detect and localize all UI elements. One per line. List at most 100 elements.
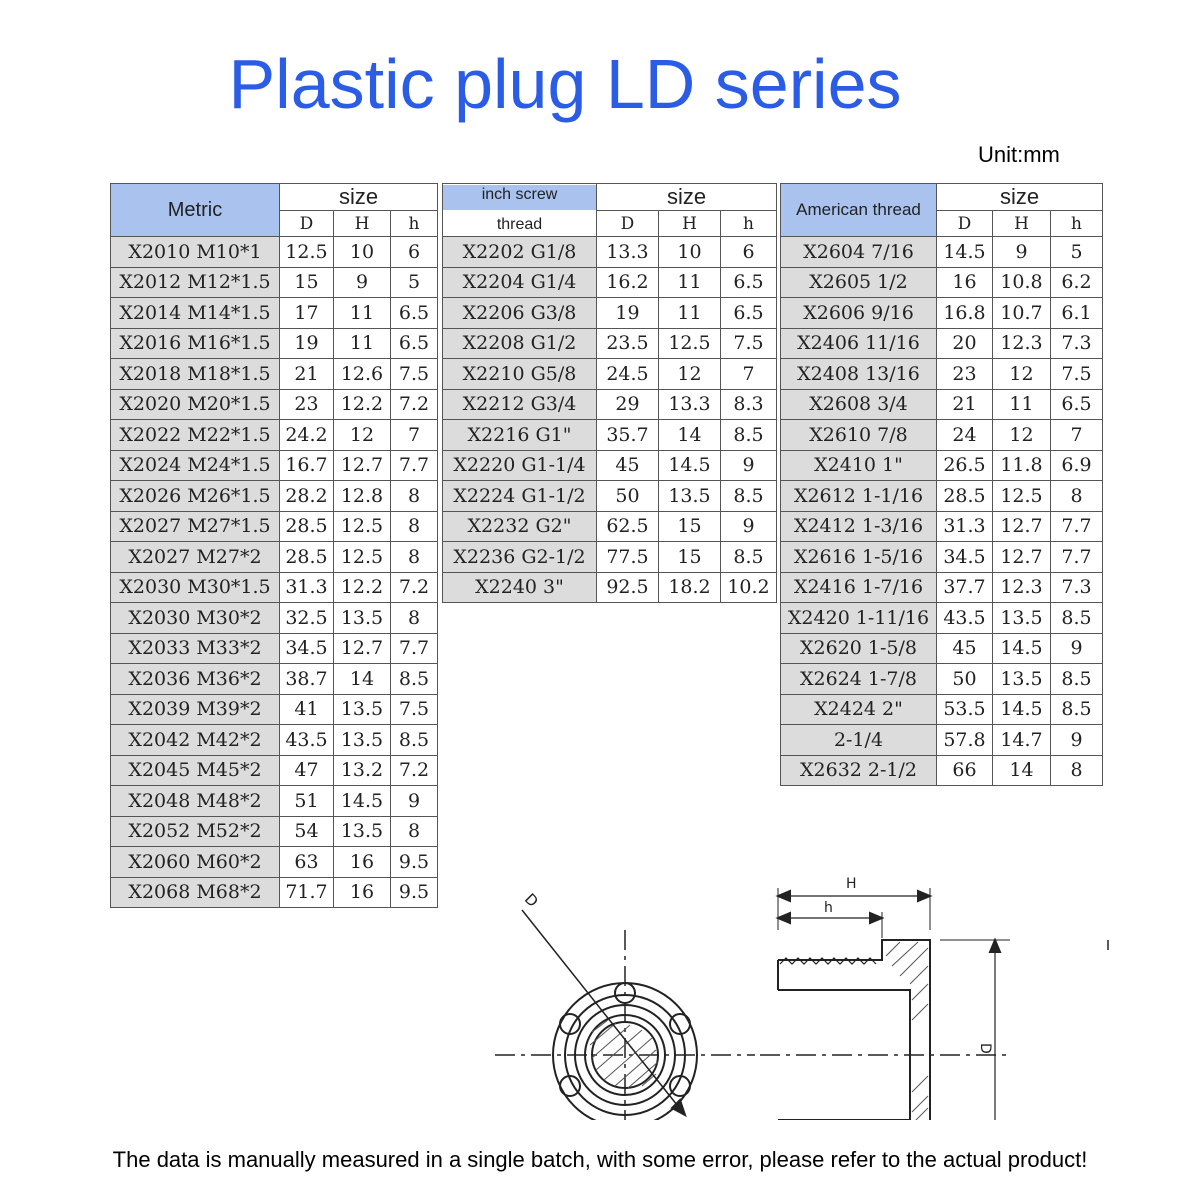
model-cell: X2020 M20*1.5 xyxy=(110,388,280,420)
model-cell: X2232 G2" xyxy=(442,510,597,542)
H-value: 13.5 xyxy=(333,602,391,634)
H-value: 13.3 xyxy=(658,388,721,420)
model-cell: X2208 G1/2 xyxy=(442,327,597,359)
D-value: 66 xyxy=(936,754,993,786)
D-value: 31.3 xyxy=(936,510,993,542)
model-cell: X2240 3" xyxy=(442,571,597,603)
h-value: 10.2 xyxy=(720,571,777,603)
model-cell: X2016 M16*1.5 xyxy=(110,327,280,359)
h-value: 6.5 xyxy=(390,297,438,329)
H-value: 10 xyxy=(658,236,721,268)
american-header: American thread xyxy=(780,183,937,237)
col-D: D xyxy=(936,210,993,237)
D-value: 62.5 xyxy=(596,510,659,542)
model-cell: X2039 M39*2 xyxy=(110,693,280,725)
H-value: 12 xyxy=(658,358,721,390)
model-cell: X2612 1-1/16 xyxy=(780,480,937,512)
H-value: 12.2 xyxy=(333,571,391,603)
H-value: 11.8 xyxy=(992,449,1051,481)
h-value: 8.5 xyxy=(1050,693,1103,725)
H-value: 12.5 xyxy=(333,510,391,542)
model-cell: X2412 1-3/16 xyxy=(780,510,937,542)
model-cell: X2620 1-5/8 xyxy=(780,632,937,664)
model-cell: X2027 M27*2 xyxy=(110,541,280,573)
D-value: 35.7 xyxy=(596,419,659,451)
h-value: 7.7 xyxy=(390,632,438,664)
h-value: 7.3 xyxy=(1050,327,1103,359)
h-label: h xyxy=(824,900,833,916)
H-value: 14.5 xyxy=(992,632,1051,664)
h-value: 8 xyxy=(390,510,438,542)
D-value: 71.7 xyxy=(279,876,334,908)
h-value: 6.5 xyxy=(720,297,777,329)
D-value: 12.5 xyxy=(279,236,334,268)
h-value: 6.5 xyxy=(720,266,777,298)
model-cell: X2010 M10*1 xyxy=(110,236,280,268)
H-value: 16 xyxy=(333,876,391,908)
D-value: 23 xyxy=(936,358,993,390)
H-value: 12.7 xyxy=(333,449,391,481)
h-value: 6 xyxy=(390,236,438,268)
front-D-label: D xyxy=(521,890,542,911)
col-D: D xyxy=(279,210,334,237)
H-value: 12.2 xyxy=(333,388,391,420)
h-value: 6.5 xyxy=(1050,388,1103,420)
H-value: 11 xyxy=(658,266,721,298)
col-H: H xyxy=(992,210,1051,237)
H-value: 13.5 xyxy=(658,480,721,512)
D-value: 43.5 xyxy=(936,602,993,634)
H-value: 9 xyxy=(333,266,391,298)
h-value: 8.5 xyxy=(1050,663,1103,695)
col-h: h xyxy=(390,210,438,237)
model-cell: X2224 G1-1/2 xyxy=(442,480,597,512)
D-value: 50 xyxy=(936,663,993,695)
h-value: 6.5 xyxy=(390,327,438,359)
D-value: 19 xyxy=(596,297,659,329)
H-value: 10.7 xyxy=(992,297,1051,329)
h-value: 8.3 xyxy=(720,388,777,420)
h-value: 5 xyxy=(1050,236,1103,268)
H-value: 11 xyxy=(333,297,391,329)
model-cell: X2406 11/16 xyxy=(780,327,937,359)
model-cell: X2045 M45*2 xyxy=(110,754,280,786)
D-value: 45 xyxy=(936,632,993,664)
H-value: 18.2 xyxy=(658,571,721,603)
col-h: h xyxy=(720,210,777,237)
H-value: 14 xyxy=(658,419,721,451)
D-value: 24.2 xyxy=(279,419,334,451)
D-value: 26.5 xyxy=(936,449,993,481)
model-cell: X2424 2" xyxy=(780,693,937,725)
D-value: 28.5 xyxy=(279,510,334,542)
D-value: 28.5 xyxy=(936,480,993,512)
model-cell: X2416 1-7/16 xyxy=(780,571,937,603)
model-cell: X2068 M68*2 xyxy=(110,876,280,908)
model-cell: X2236 G2-1/2 xyxy=(442,541,597,573)
D-value: 34.5 xyxy=(279,632,334,664)
D-value: 17 xyxy=(279,297,334,329)
D-value: 13.3 xyxy=(596,236,659,268)
D-value: 16.7 xyxy=(279,449,334,481)
D-value: 21 xyxy=(279,358,334,390)
